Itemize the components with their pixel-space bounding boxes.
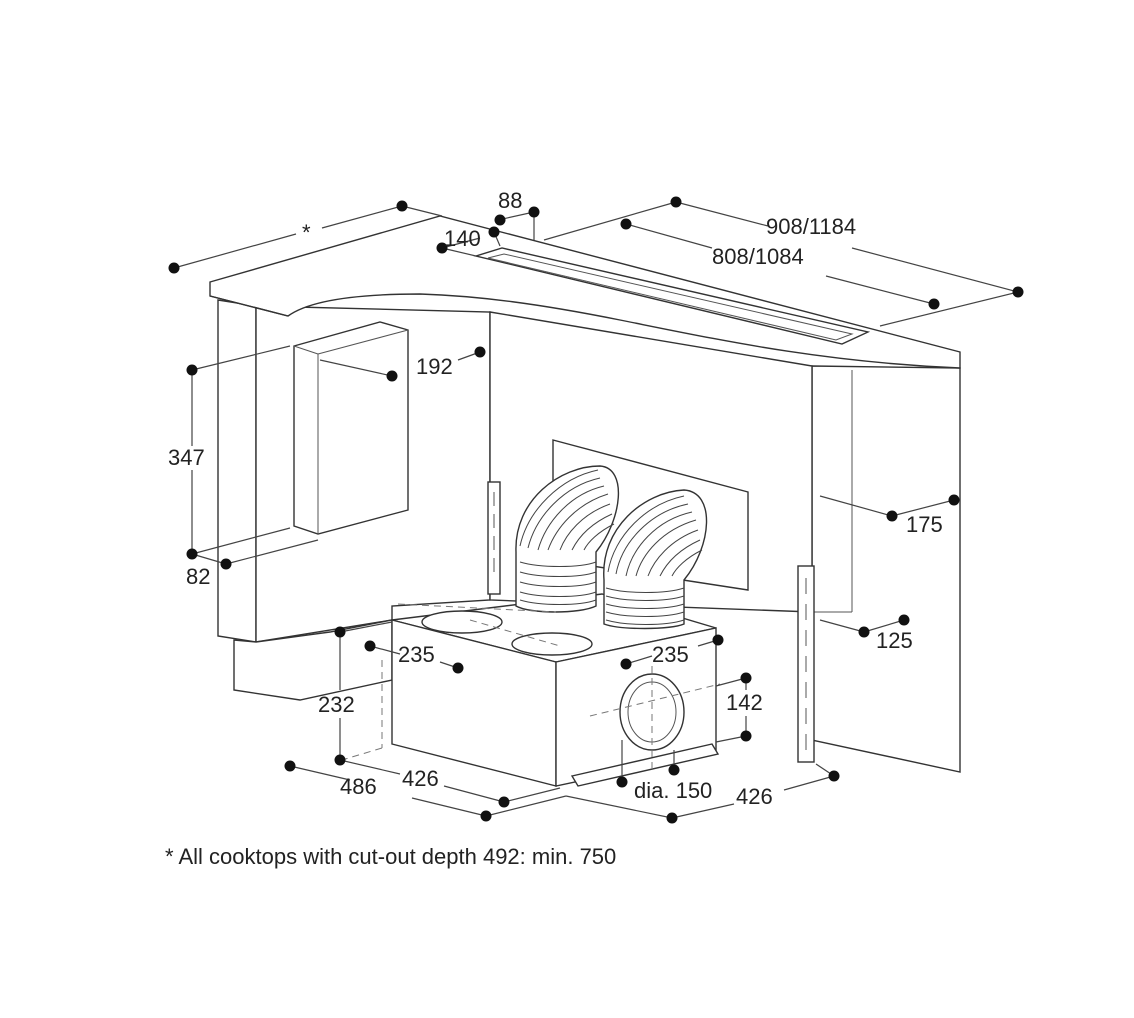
dim-192: 192	[416, 354, 453, 379]
dim-235-left: 235	[398, 642, 435, 667]
mounting-rail-left	[487, 481, 501, 595]
dim-908-1184: 908/1184	[766, 214, 856, 239]
dimension-labels: * 88 140 908/1184 808/1084 192 347 82 17…	[168, 188, 943, 809]
back-wall	[811, 365, 961, 773]
dim-star: *	[302, 220, 311, 245]
dim-88: 88	[498, 188, 522, 213]
mounting-rail-right	[797, 565, 815, 763]
dim-426-left: 426	[402, 766, 439, 791]
flexible-duct-right	[603, 489, 708, 630]
dimension-points	[168, 196, 1024, 824]
dim-175: 175	[906, 512, 943, 537]
dim-232: 232	[318, 692, 355, 717]
centre-lines	[341, 603, 721, 770]
worktop	[209, 215, 961, 369]
dim-82: 82	[186, 564, 210, 589]
dim-808-1084: 808/1084	[712, 244, 804, 269]
dim-142: 142	[726, 690, 763, 715]
downdraft-vent	[473, 247, 871, 345]
wall-unit	[293, 321, 409, 535]
dim-486: 486	[340, 774, 377, 799]
flexible-duct-left	[515, 465, 620, 613]
dim-426-right: 426	[736, 784, 773, 809]
dim-dia-150: dia. 150	[634, 778, 712, 803]
dim-235-right: 235	[652, 642, 689, 667]
dim-125: 125	[876, 628, 913, 653]
dim-347: 347	[168, 445, 205, 470]
footnote: * All cooktops with cut-out depth 492: m…	[165, 844, 617, 869]
dim-140: 140	[444, 226, 481, 251]
